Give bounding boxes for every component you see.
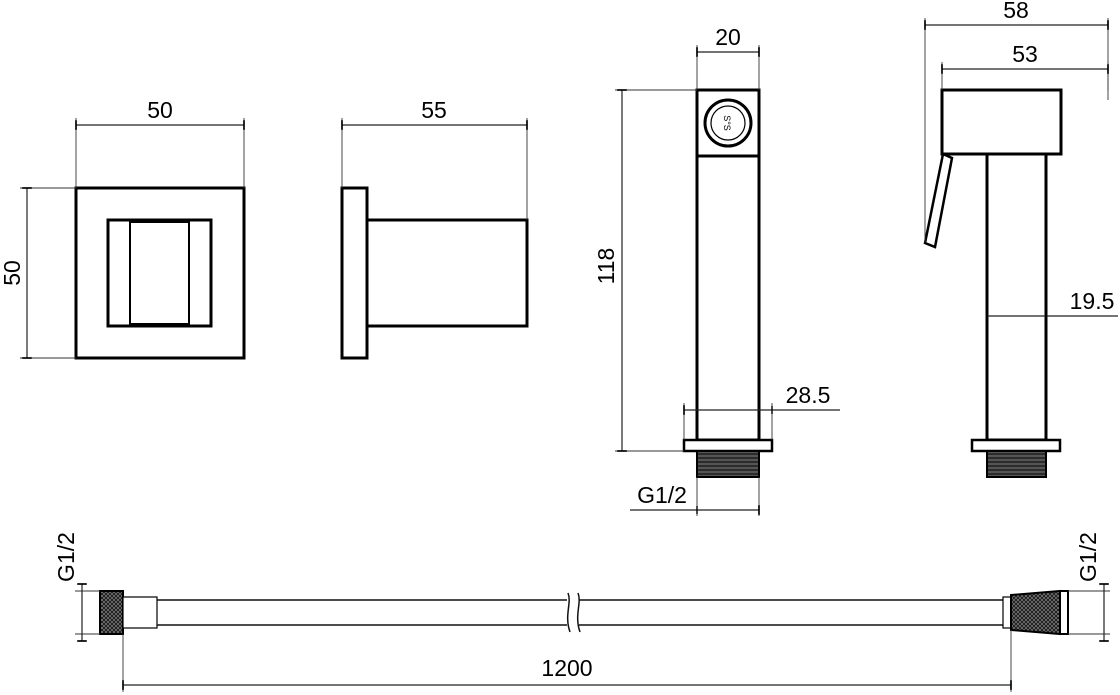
dim-holder-depth: 55: [341, 97, 528, 220]
dim-hose-right-thread: G1/2: [1068, 532, 1110, 642]
dim-head-depth-label: 53: [1012, 41, 1038, 67]
holder-side-plate: [340, 186, 369, 360]
dim-hose-left-thread: G1/2: [53, 532, 100, 642]
shower-flange-front: [682, 438, 774, 453]
dim-handle-width: 20: [696, 24, 760, 90]
dim-handle-thread-label: G1/2: [637, 482, 687, 508]
holder-front-view: [74, 186, 246, 360]
shower-head-side: [940, 88, 1063, 156]
dim-flange-diameter-label: 28.5: [786, 382, 831, 408]
dim-hose-length: 1200: [122, 630, 1012, 692]
dim-handle-length: 118: [593, 89, 697, 452]
holder-plate: [74, 186, 246, 360]
dim-lever-total-depth-label: 58: [1003, 0, 1029, 23]
dim-flange-diameter: 28.5: [683, 382, 840, 440]
hose-left-ferrule: [122, 596, 158, 629]
dim-body-diameter-label: 19.5: [1070, 288, 1115, 314]
dim-holder-height: 50: [0, 187, 76, 359]
hose-break-mark: [566, 592, 571, 633]
shower-thread-side: [986, 450, 1047, 478]
dim-handle-width-label: 20: [715, 24, 741, 50]
holder-side-view: [340, 186, 529, 360]
dim-holder-depth-label: 55: [421, 97, 447, 123]
hose-right-nut: [1059, 590, 1069, 635]
hose-right-ferrule: [1002, 596, 1012, 629]
dim-body-diameter: 19.5: [986, 288, 1118, 321]
holder-slot-inner: [129, 221, 190, 325]
handshower-side-view: [923, 88, 1063, 478]
shower-thread-front: [696, 450, 760, 478]
shower-flange-side: [970, 438, 1062, 453]
dim-handle-length-label: 118: [593, 248, 619, 285]
shower-body-front: [695, 154, 761, 442]
dim-hose-length-label: 1200: [541, 655, 592, 681]
hose-left-nut: [99, 590, 124, 635]
shower-lever: [923, 152, 954, 249]
shower-body-side: [985, 152, 1048, 442]
dim-holder-width-label: 50: [147, 97, 173, 123]
handshower-front-view: S°S: [682, 88, 774, 478]
dim-lever-total-depth: 58: [924, 0, 1109, 243]
dim-head-depth: 53: [941, 41, 1109, 90]
hose-right-cone: [1010, 589, 1061, 636]
holder-side-body: [365, 218, 529, 328]
spray-face-text: S°S: [722, 115, 732, 131]
dim-hose-left-thread-label: G1/2: [53, 532, 79, 582]
dim-holder-height-label: 50: [0, 260, 25, 286]
dim-handle-thread: G1/2: [630, 477, 760, 516]
hose: [99, 589, 1069, 636]
dim-hose-right-thread-label: G1/2: [1075, 532, 1101, 582]
dim-holder-width: 50: [75, 97, 245, 188]
